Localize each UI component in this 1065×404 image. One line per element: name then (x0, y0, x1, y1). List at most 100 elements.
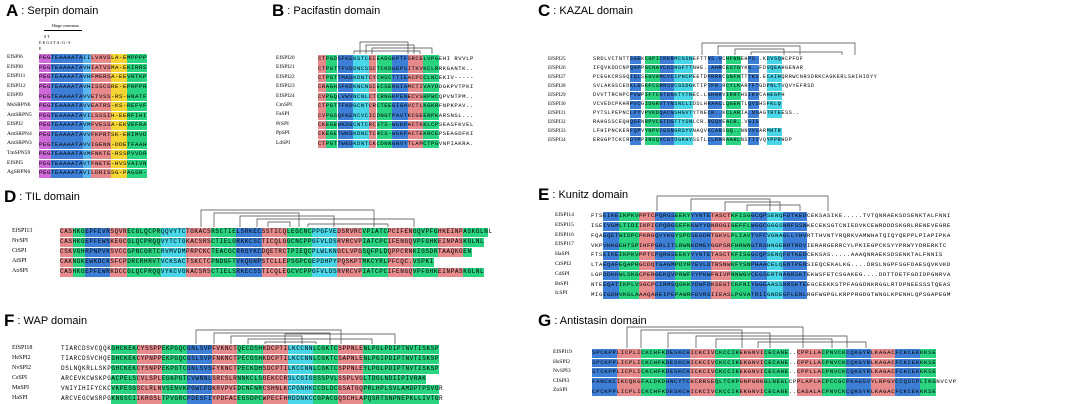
conservation-highlight (715, 377, 740, 387)
sequence-residues: LFHIPNCKERFQPVYNPVCGSNGRSYVNAQVKCARSGQ..… (593, 128, 782, 135)
conservation-highlight (161, 385, 187, 395)
conservation-highlight (83, 140, 91, 150)
conservation-highlight (127, 73, 147, 82)
sequence-residues: PYTSLPEPNCLPYVPVKDQACGSHGVTYTNECR..KCLAR… (593, 110, 800, 117)
conservation-highlight (407, 64, 424, 73)
sequence-name: AtSPI (12, 258, 27, 264)
conservation-highlight (616, 387, 642, 397)
conservation-highlight (630, 92, 642, 101)
conservation-highlight (412, 258, 434, 268)
panel-letter: F (4, 311, 15, 330)
conservation-highlight (318, 102, 326, 111)
conservation-highlight (337, 92, 354, 102)
conservation-highlight (659, 83, 675, 92)
conservation-highlight (111, 169, 127, 178)
conservation-highlight (641, 349, 666, 358)
sequence-name: CmSPI (276, 102, 292, 108)
conservation-highlight (659, 101, 675, 110)
sequence-name: EfSPI30 (548, 101, 566, 107)
conservation-highlight (783, 280, 807, 290)
conservation-highlight (136, 395, 162, 404)
conservation-highlight (675, 212, 691, 221)
conservation-highlight (186, 238, 212, 248)
conservation-highlight (751, 280, 767, 290)
conservation-highlight (39, 102, 51, 111)
conservation-highlight (111, 345, 137, 355)
conservation-highlight (783, 221, 807, 231)
conservation-highlight (644, 101, 660, 110)
sequence-name: EfSPI19 (553, 349, 572, 355)
conservation-highlight (91, 73, 111, 82)
conservation-highlight (91, 121, 111, 130)
conservation-highlight (764, 377, 789, 387)
conservation-highlight (39, 169, 51, 178)
conservation-highlight (353, 139, 369, 149)
panel-title: : Serpin domain (21, 5, 99, 17)
conservation-highlight (659, 65, 675, 74)
conservation-highlight (211, 248, 237, 258)
conservation-highlight (211, 258, 237, 268)
conservation-highlight (655, 212, 675, 221)
conservation-highlight (110, 238, 128, 248)
conservation-highlight (353, 64, 369, 73)
conservation-highlight (655, 270, 675, 280)
conservation-highlight (91, 169, 111, 178)
conservation-highlight (111, 121, 127, 130)
conservation-highlight (186, 228, 212, 238)
conservation-highlight (392, 102, 408, 111)
conservation-highlight (423, 55, 439, 64)
disulfide-bridge (715, 338, 833, 348)
conservation-highlight (783, 212, 807, 221)
conservation-highlight (691, 251, 711, 261)
conservation-highlight (691, 221, 711, 231)
panel-title: : Antistasin domain (554, 315, 647, 327)
conservation-highlight (846, 387, 871, 397)
conservation-highlight (407, 92, 424, 102)
sequence-residues: CKEGEWKDGCNTCRCSTS-WGKPACTKKLCPSEASFKVEL (318, 121, 474, 128)
sequence-name: EfSPI27 (548, 74, 566, 80)
conservation-highlight (313, 355, 339, 365)
conservation-highlight (83, 102, 91, 111)
conservation-highlight (920, 377, 937, 387)
conservation-highlight (368, 55, 377, 64)
conservation-highlight (236, 238, 262, 248)
conservation-highlight (630, 128, 642, 137)
conservation-highlight (659, 137, 675, 146)
sequence-name: NvSPI3 (553, 368, 571, 375)
conservation-highlight (110, 268, 128, 278)
sequence-residues: CKEGETWKDKDNCTCRCS-WGKPACTEKRCEPSEAGDFKI (318, 130, 474, 138)
conservation-highlight (110, 258, 128, 268)
conservation-highlight (423, 102, 439, 111)
conservation-highlight (111, 92, 127, 102)
conservation-highlight (767, 261, 783, 270)
conservation-highlight (286, 268, 312, 278)
sequence-residues: FANCKCIKCQKGFALDKDHNCYTCKCRRSEQLTCKPGNPG… (592, 378, 957, 385)
conservation-highlight (616, 377, 642, 387)
disulfide-bridge (353, 50, 421, 54)
sequence-residues: SRDLVCTNTTSGEKCGPICRKRMCGSNEFTTNS.VCHFNN… (593, 56, 804, 63)
sequence-name: EfSPI13 (12, 228, 33, 234)
conservation-highlight (111, 375, 137, 385)
conservation-highlight (388, 345, 414, 355)
conservation-highlight (731, 261, 751, 270)
conservation-highlight (726, 65, 741, 74)
conservation-highlight (39, 111, 51, 121)
conservation-highlight (237, 375, 263, 385)
conservation-highlight (412, 228, 438, 238)
sequence-residues: PEGTEAAAATAVILSSSIH-EERFIHI (39, 111, 147, 119)
conservation-highlight (312, 248, 338, 258)
conservation-highlight (711, 290, 731, 300)
conservation-highlight (325, 92, 338, 102)
conservation-highlight (674, 101, 693, 110)
conservation-highlight (313, 375, 339, 385)
conservation-highlight (603, 241, 619, 251)
conservation-highlight (51, 102, 83, 111)
conservation-highlight (639, 231, 655, 241)
conservation-highlight (39, 159, 51, 169)
conservation-highlight (91, 63, 111, 73)
conservation-highlight (186, 258, 212, 268)
conservation-highlight (392, 73, 408, 83)
conservation-highlight (72, 248, 86, 258)
conservation-highlight (318, 73, 326, 83)
